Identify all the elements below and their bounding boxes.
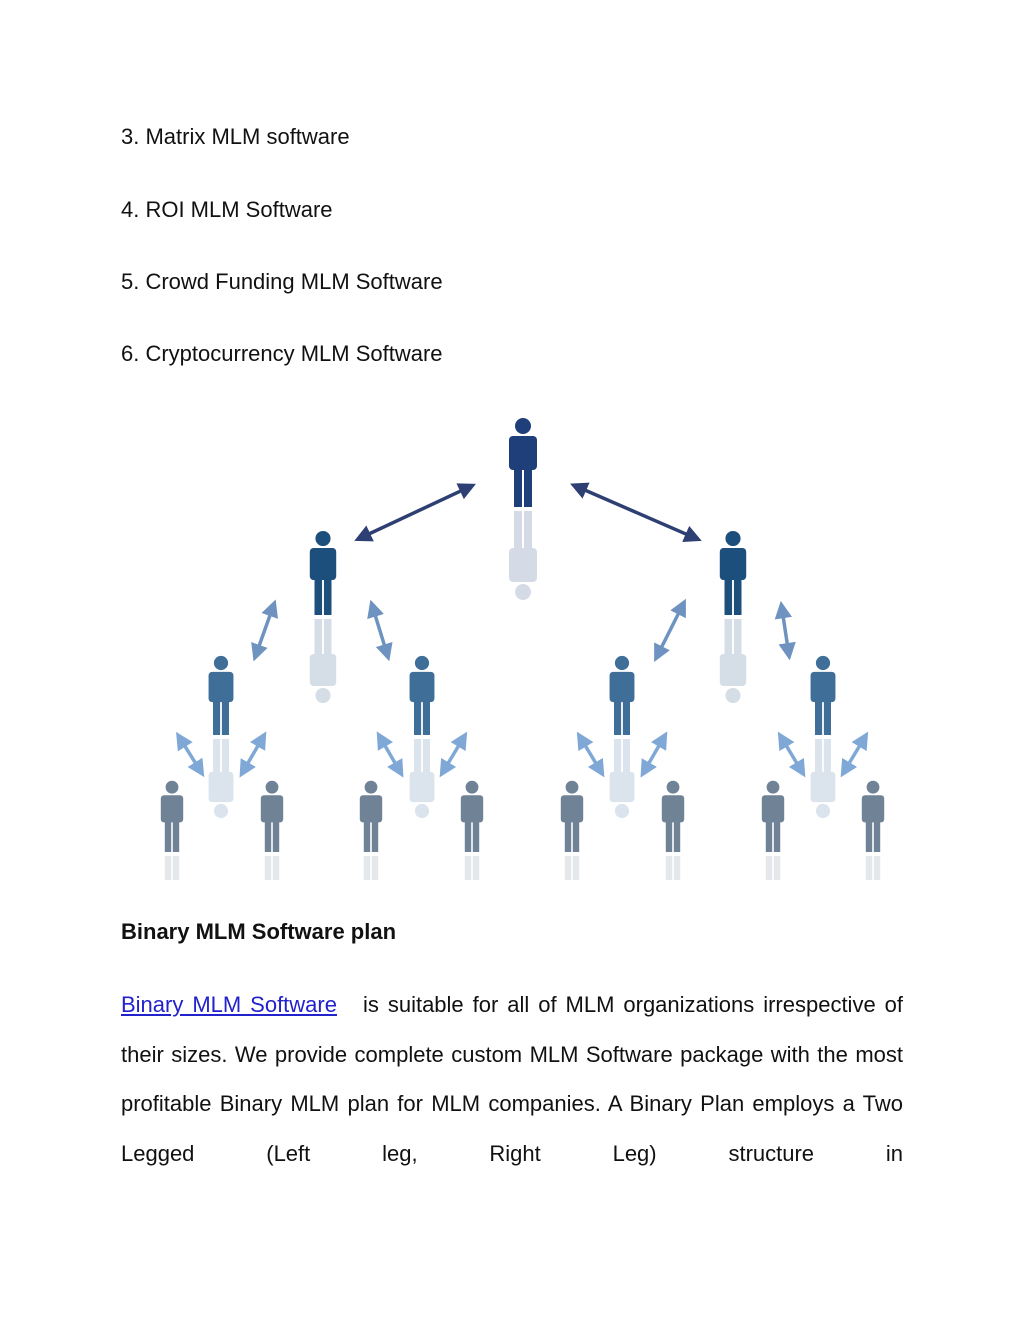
list-item-cryptocurrency: 6. Cryptocurrency MLM Software [121, 341, 443, 366]
connector-arrow [376, 731, 404, 778]
binary-mlm-software-link[interactable]: Binary MLM Software [121, 992, 337, 1017]
person-icon [810, 655, 836, 819]
person-icon [359, 780, 383, 880]
person-icon [609, 655, 635, 819]
binary-tree-diagram [160, 418, 885, 880]
person-icon [509, 418, 537, 600]
person-icon [409, 655, 435, 819]
person-icon [861, 780, 885, 880]
connector-arrow [354, 483, 476, 542]
person-icon [160, 780, 184, 880]
connector-arrow [239, 731, 267, 778]
connector-arrow [176, 731, 205, 778]
connector-arrow [640, 731, 668, 778]
paragraph-text: is suitable for all of MLM organizations… [121, 992, 903, 1166]
connector-arrow [251, 599, 279, 662]
connector-arrow [367, 599, 393, 662]
connector-arrow [654, 598, 686, 662]
section-heading: Binary MLM Software plan [121, 919, 397, 944]
person-icon [260, 780, 284, 880]
list-item-matrix: 3. Matrix MLM software [121, 124, 350, 149]
list-item-crowd-funding: 5. Crowd Funding MLM Software [121, 269, 443, 294]
person-icon [661, 780, 685, 880]
connector-arrow [774, 600, 796, 661]
connector-arrow [570, 482, 702, 542]
person-icon [460, 780, 484, 880]
connector-arrow [840, 731, 869, 778]
connector-arrow [777, 731, 806, 778]
person-icon [719, 530, 747, 704]
person-icon [560, 780, 584, 880]
person-icon [761, 780, 785, 880]
connector-arrow [576, 731, 605, 778]
list-item-roi: 4. ROI MLM Software [121, 197, 333, 222]
person-icon [309, 530, 337, 704]
connector-arrow [439, 731, 468, 778]
person-icon [208, 655, 234, 819]
